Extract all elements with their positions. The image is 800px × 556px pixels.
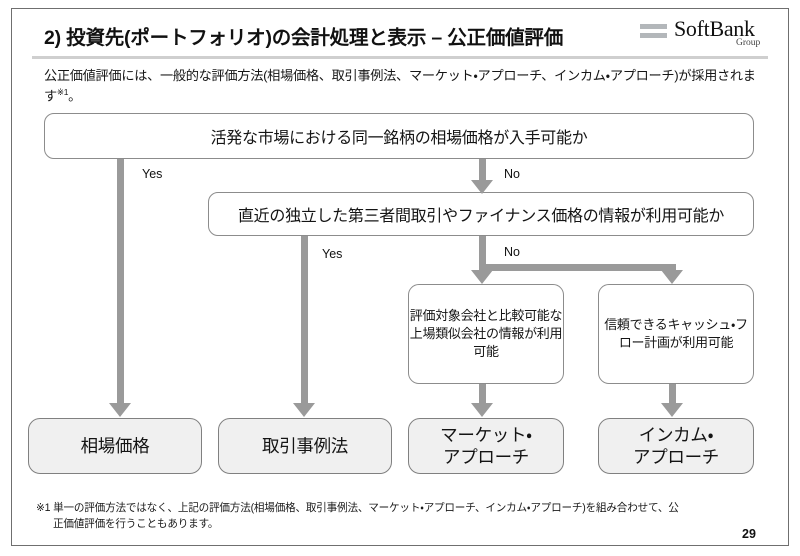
edge-label-yes-q1: Yes — [142, 167, 163, 181]
connector-q2-yes-line — [301, 236, 308, 403]
connector-c1-r3-arrow — [471, 403, 493, 417]
logo-bars-icon — [640, 24, 667, 42]
page-title: 2) 投資先(ポートフォリオ)の会計処理と表示 – 公正価値評価 — [44, 27, 564, 49]
connector-q2-no-left-drop — [479, 264, 486, 270]
softbank-group-logo: SoftBank Group — [640, 16, 770, 53]
connector-q2-no-bridge — [479, 264, 676, 271]
intro-text-end: 。 — [68, 88, 82, 104]
result-box-transaction-method: 取引事例法 — [218, 418, 392, 474]
connector-q2-no-right-drop — [669, 264, 676, 270]
connector-c1-arrow — [471, 270, 493, 284]
result-box-income-approach: インカム・ アプローチ — [598, 418, 754, 474]
header-divider — [32, 56, 768, 59]
page-number: 29 — [742, 527, 756, 541]
connector-q1-yes-arrow — [109, 403, 131, 417]
connector-q1-no-arrow — [471, 180, 493, 194]
result-box-income-approach-line1: インカム・ — [638, 424, 714, 445]
connector-c2-r4-arrow — [661, 403, 683, 417]
edge-label-no-q1: No — [504, 167, 520, 181]
intro-text: 公正価値評価には、一般的な評価方法(相場価格、取引事例法、マーケット・アプローチ… — [44, 68, 756, 104]
condition-box-comparable-companies: 評価対象会社と比較可能な上場類似会社の情報が利用可能 — [408, 284, 564, 384]
result-box-market-approach: マーケット・ アプローチ — [408, 418, 564, 474]
decision-box-market-price: 活発な市場における同一銘柄の相場価格が入手可能か — [44, 113, 754, 159]
edge-label-no-q2: No — [504, 245, 520, 259]
intro-paragraph: 公正価値評価には、一般的な評価方法(相場価格、取引事例法、マーケット・アプローチ… — [44, 66, 758, 107]
connector-q2-no-stem — [479, 236, 486, 271]
footnote-line-1: ※1 単一の評価方法ではなく、上記の評価方法(相場価格、取引事例法、マーケット・… — [36, 502, 679, 514]
decision-box-third-party-transaction: 直近の独立した第三者間取引やファイナンス価格の情報が利用可能か — [208, 192, 754, 236]
connector-q1-yes-line — [117, 159, 124, 403]
logo-group-text: Group — [736, 38, 761, 48]
intro-footnote-marker: ※1 — [56, 87, 69, 98]
connector-c1-r3-line — [479, 384, 486, 403]
connector-c2-r4-line — [669, 384, 676, 403]
result-box-market-approach-line1: マーケット・ — [440, 424, 532, 445]
condition-box-cash-flow-plan: 信頼できるキャッシュ・フロー計画が利用可能 — [598, 284, 754, 384]
result-box-market-price: 相場価格 — [28, 418, 202, 474]
logo-brand-text: SoftBank — [674, 16, 755, 41]
edge-label-yes-q2: Yes — [322, 247, 343, 261]
footnote: ※1 単一の評価方法ではなく、上記の評価方法(相場価格、取引事例法、マーケット・… — [36, 500, 758, 533]
connector-q2-yes-arrow — [293, 403, 315, 417]
result-box-market-approach-line2: アプローチ — [443, 447, 529, 467]
result-box-income-approach-line2: アプローチ — [633, 447, 719, 467]
footnote-line-2: 正価値評価を行うこともあります。 — [53, 518, 219, 531]
connector-c2-arrow — [661, 270, 683, 284]
connector-q1-no-line — [479, 159, 486, 180]
